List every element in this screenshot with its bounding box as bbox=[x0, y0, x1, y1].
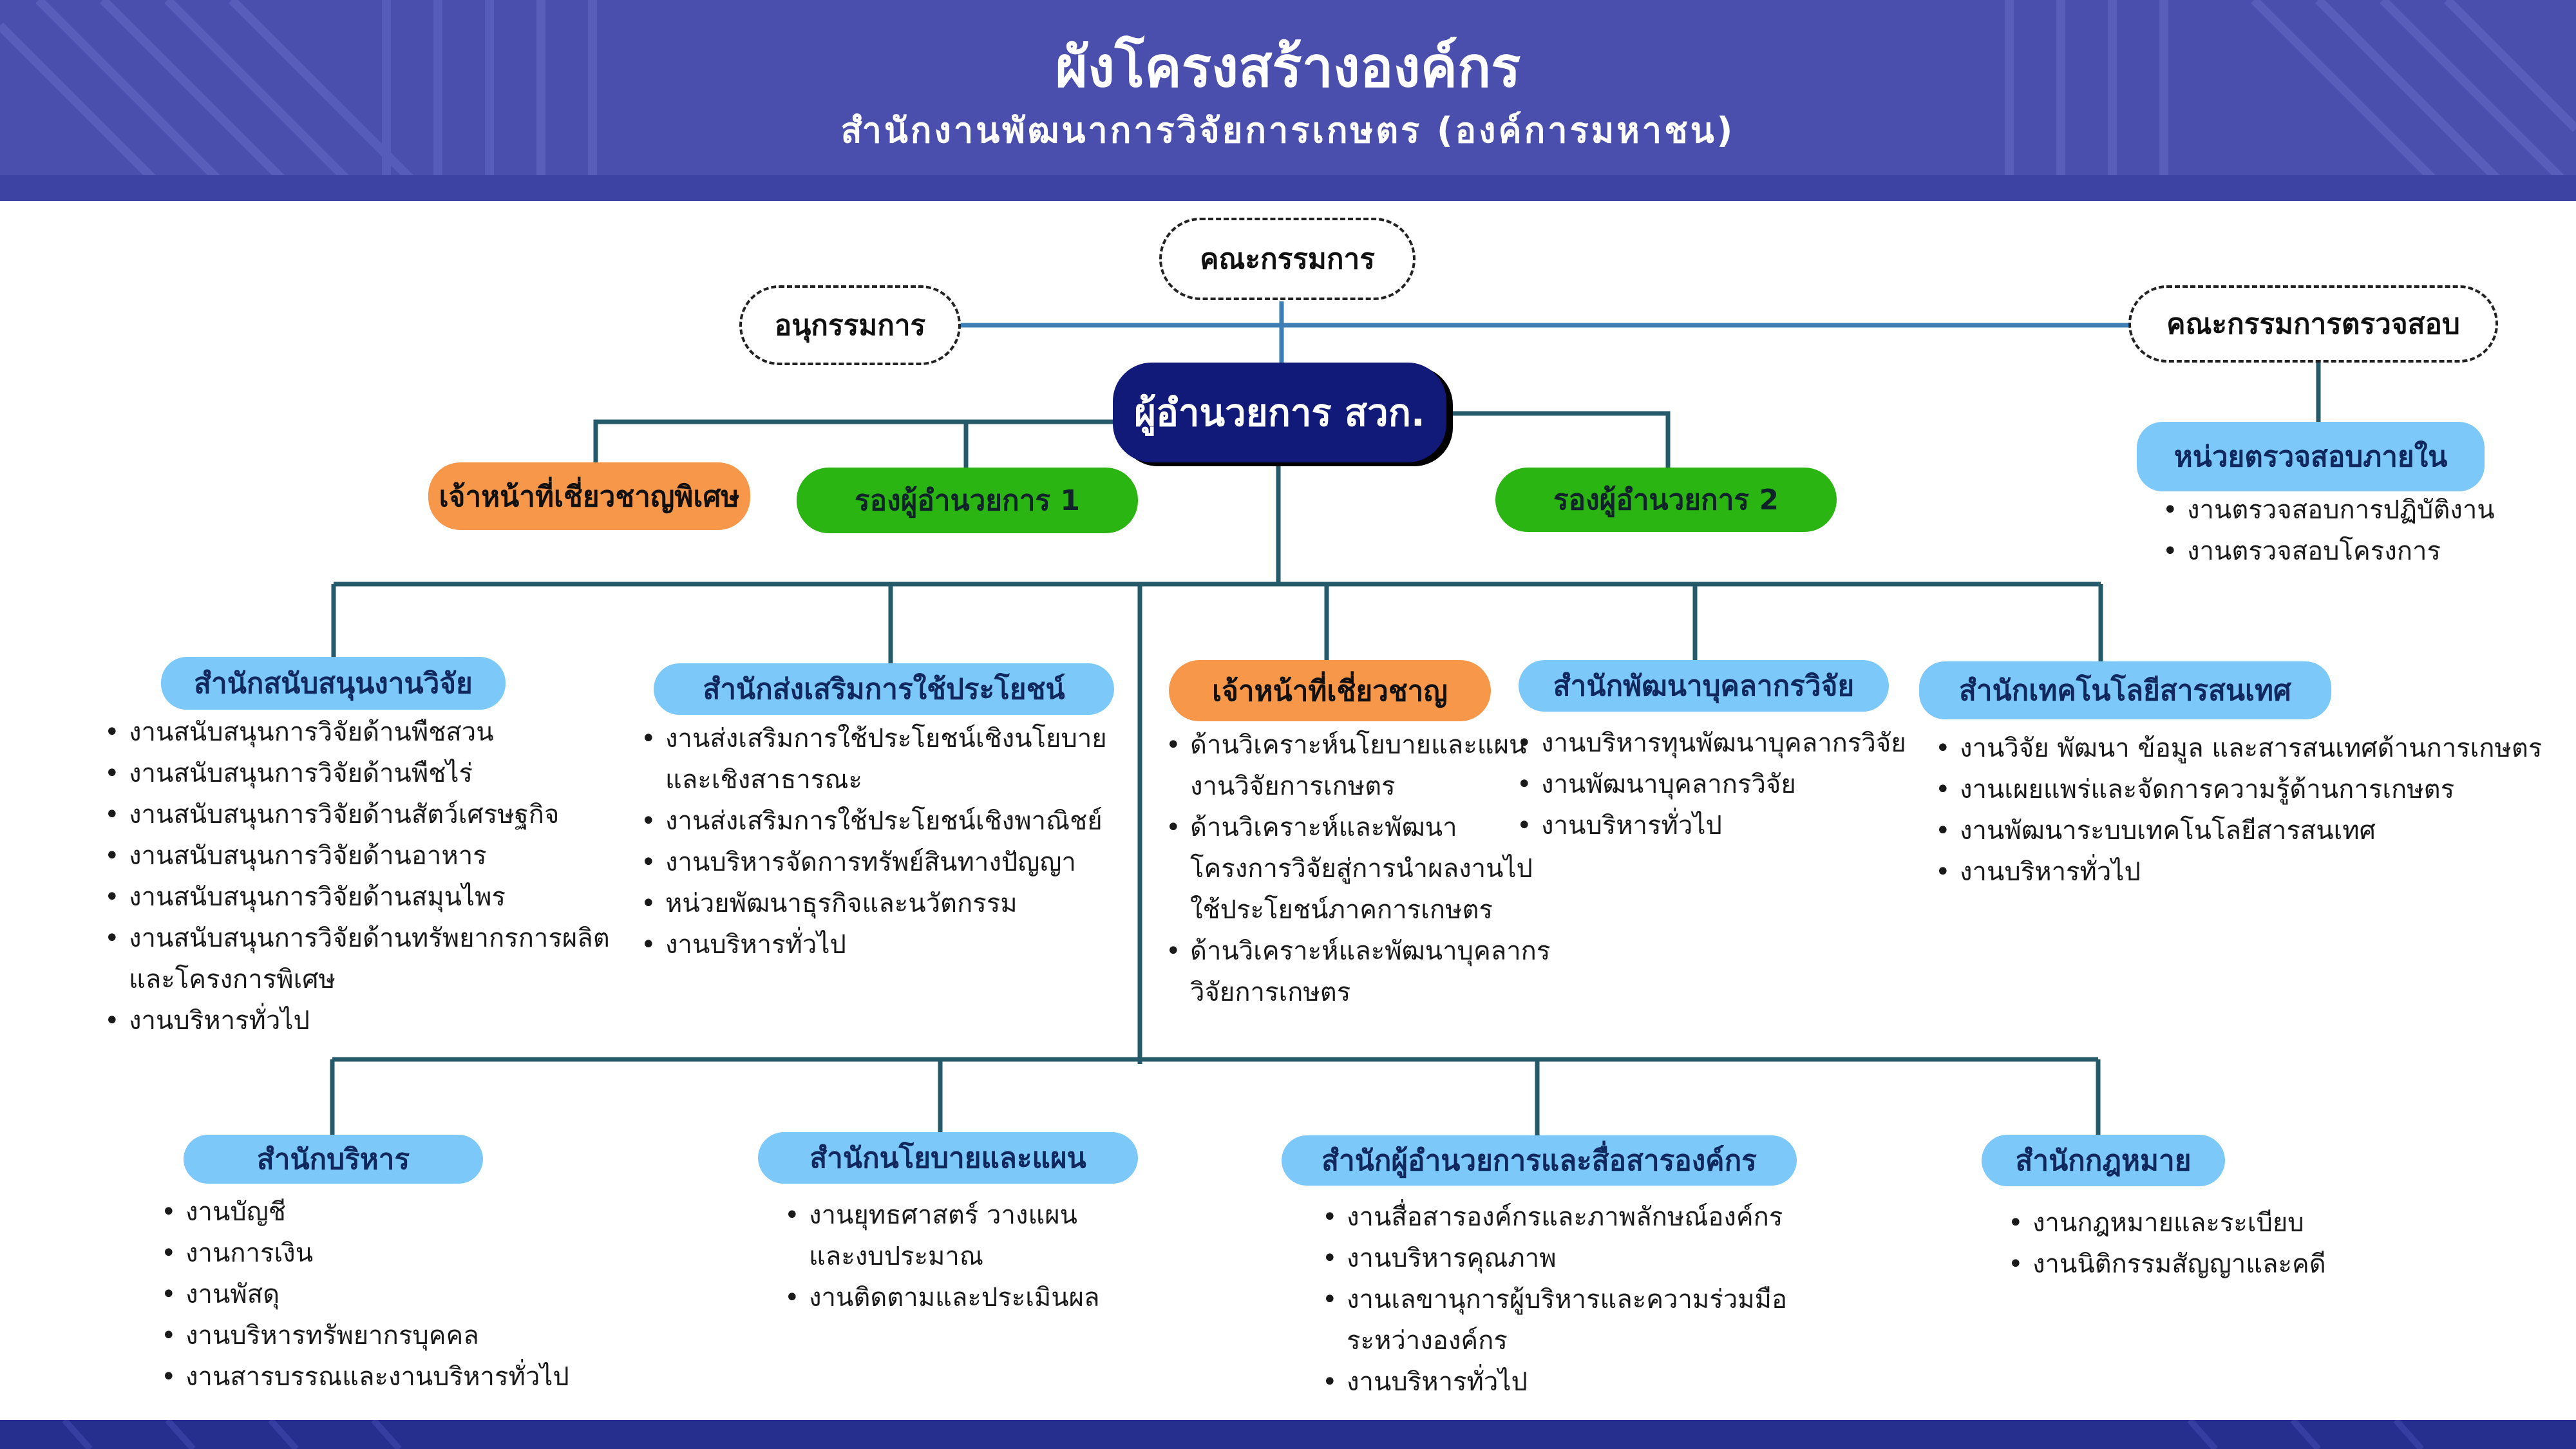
list-item: งานบริหารทุนพัฒนาบุคลากรวิจัย bbox=[1517, 723, 1906, 764]
deputy-director-2-box: รองผู้อำนวยการ 2 bbox=[1495, 468, 1837, 532]
list-item-continuation: ใช้ประโยชน์ภาคการเกษตร bbox=[1190, 895, 1493, 925]
footer-background-pattern bbox=[62, 1420, 2424, 1449]
header-background-pattern bbox=[0, 0, 2576, 201]
list-item: ด้านวิเคราะห์และพัฒนา bbox=[1166, 807, 1550, 848]
list-item: หน่วยพัฒนาธุรกิจและนวัตกรรม bbox=[641, 883, 1107, 924]
list-item: งานพัฒนาระบบเทคโนโลยีสารสนเทศ bbox=[1935, 810, 2542, 851]
list-item: งานสนับสนุนการวิจัยด้านสัตว์เศรษฐกิจ bbox=[104, 794, 610, 835]
staff-connector bbox=[593, 411, 1671, 473]
list-item: งานบริหารทั่วไป bbox=[1935, 851, 2542, 893]
footer-banner bbox=[0, 1420, 2576, 1449]
list-item-continuation: ระหว่างองค์กร bbox=[1347, 1326, 1508, 1356]
list-item: งานตรวจสอบการปฏิบัติงาน bbox=[2163, 489, 2495, 531]
expert-staff-list: ด้านวิเคราะห์นโยบายและแผน งานวิจัยการเกษ… bbox=[1166, 724, 1550, 1013]
list-item: งานสนับสนุนการวิจัยด้านพืชไร่ bbox=[104, 753, 610, 794]
list-item: งานบริหารทั่วไป bbox=[104, 1000, 610, 1041]
list-item: งานบริหารทั่วไป bbox=[641, 924, 1107, 965]
research-personnel-office-box: สำนักพัฒนาบุคลากรวิจัย bbox=[1519, 660, 1889, 712]
list-item: งานสารบรรณและงานบริหารทั่วไป bbox=[161, 1356, 569, 1397]
list-item: งานติดตามและประเมินผล bbox=[784, 1277, 1100, 1318]
header-bottom-bar bbox=[0, 175, 2576, 201]
list-item: งานเผยแพร่และจัดการความรู้ด้านการเกษตร bbox=[1935, 769, 2542, 810]
list-item: งานกฎหมายและระเบียบ bbox=[2008, 1202, 2326, 1244]
row2-bus bbox=[330, 1057, 2101, 1137]
special-expert-box: เจ้าหน้าที่เชี่ยวชาญพิเศษ bbox=[428, 462, 750, 530]
list-item-continuation: และโครงการพิเศษ bbox=[129, 965, 336, 994]
list-item: งานยุทธศาสตร์ วางแผน bbox=[784, 1195, 1100, 1236]
director-box: ผู้อำนวยการ สวก. bbox=[1113, 363, 1446, 462]
page-subtitle: สำนักงานพัฒนาการวิจัยการเกษตร (องค์การมห… bbox=[840, 110, 1736, 151]
list-item: งานสนับสนุนการวิจัยด้านอาหาร bbox=[104, 835, 610, 876]
administration-office-box: สำนักบริหาร bbox=[184, 1135, 483, 1184]
list-item: งานสนับสนุนการวิจัยด้านทรัพยากรการผลิต bbox=[104, 918, 610, 959]
list-item: งานพัสดุ bbox=[161, 1274, 569, 1315]
list-item: งานสนับสนุนการวิจัยด้านพืชสวน bbox=[104, 712, 610, 753]
list-item: งานส่งเสริมการใช้ประโยชน์เชิงนโยบาย bbox=[641, 718, 1107, 759]
list-item-continuation: งานวิจัยการเกษตร bbox=[1190, 772, 1396, 801]
internal-audit-box: หน่วยตรวจสอบภายใน bbox=[2137, 422, 2485, 491]
audit-committee-box: คณะกรรมการตรวจสอบ bbox=[2128, 285, 2498, 363]
list-item: ด้านวิเคราะห์นโยบายและแผน bbox=[1166, 724, 1550, 766]
research-personnel-office-list: งานบริหารทุนพัฒนาบุคลากรวิจัย งานพัฒนาบุ… bbox=[1517, 723, 1906, 846]
list-item: งานตรวจสอบโครงการ bbox=[2163, 531, 2495, 572]
subcommittee-box: อนุกรรมการ bbox=[739, 285, 961, 365]
list-item: งานวิจัย พัฒนา ข้อมูล และสารสนเทศด้านการ… bbox=[1935, 728, 2542, 769]
row1-bus bbox=[331, 582, 2103, 663]
it-office-list: งานวิจัย พัฒนา ข้อมูล และสารสนเทศด้านการ… bbox=[1935, 728, 2542, 893]
policy-planning-office-list: งานยุทธศาสตร์ วางแผน และงบประมาณ งานติดต… bbox=[784, 1195, 1100, 1318]
list-item: งานส่งเสริมการใช้ประโยชน์เชิงพาณิชย์ bbox=[641, 800, 1107, 842]
expert-staff-box: เจ้าหน้าที่เชี่ยวชาญ bbox=[1169, 660, 1491, 721]
list-item: งานบริหารจัดการทรัพย์สินทางปัญญา bbox=[641, 842, 1107, 883]
list-item-continuation: วิจัยการเกษตร bbox=[1190, 978, 1351, 1007]
director-communication-office-box: สำนักผู้อำนวยการและสื่อสารองค์กร bbox=[1282, 1135, 1797, 1186]
list-item: งานพัฒนาบุคลากรวิจัย bbox=[1517, 764, 1906, 805]
header-banner: ผังโครงสร้างองค์กร สำนักงานพัฒนาการวิจัย… bbox=[0, 0, 2576, 201]
legal-office-box: สำนักกฎหมาย bbox=[1982, 1135, 2225, 1186]
list-item: งานการเงิน bbox=[161, 1233, 569, 1274]
list-item: งานสนับสนุนการวิจัยด้านสมุนไพร bbox=[104, 876, 610, 918]
list-item: งานเลขานุการผู้บริหารและความร่วมมือ bbox=[1322, 1279, 1787, 1320]
research-support-office-list: งานสนับสนุนการวิจัยด้านพืชสวน งานสนับสนุ… bbox=[104, 712, 610, 1041]
list-item: งานสื่อสารองค์กรและภาพลักษณ์องค์กร bbox=[1322, 1197, 1787, 1238]
research-support-office-box: สำนักสนับสนุนงานวิจัย bbox=[161, 657, 506, 710]
page-title: ผังโครงสร้างองค์กร bbox=[1055, 35, 1521, 100]
it-office-box: สำนักเทคโนโลยีสารสนเทศ bbox=[1919, 661, 2331, 719]
list-item-continuation: และงบประมาณ bbox=[809, 1242, 983, 1271]
utilization-office-box: สำนักส่งเสริมการใช้ประโยชน์ bbox=[654, 663, 1114, 715]
administration-office-list: งานบัญชี งานการเงิน งานพัสดุ งานบริหารทร… bbox=[161, 1191, 569, 1397]
utilization-office-list: งานส่งเสริมการใช้ประโยชน์เชิงนโยบาย และเ… bbox=[641, 718, 1107, 965]
director-communication-office-list: งานสื่อสารองค์กรและภาพลักษณ์องค์กร งานบร… bbox=[1322, 1197, 1787, 1403]
list-item: งานบริหารคุณภาพ bbox=[1322, 1238, 1787, 1279]
list-item: งานบริหารทั่วไป bbox=[1322, 1361, 1787, 1403]
list-item: งานนิติกรรมสัญญาและคดี bbox=[2008, 1244, 2326, 1285]
list-item-continuation: โครงการวิจัยสู่การนำผลงานไป bbox=[1190, 854, 1533, 884]
policy-planning-office-box: สำนักนโยบายและแผน bbox=[758, 1132, 1138, 1184]
deputy-director-1-box: รองผู้อำนวยการ 1 bbox=[797, 468, 1138, 533]
list-item: ด้านวิเคราะห์และพัฒนาบุคลากร bbox=[1166, 931, 1550, 972]
committee-box: คณะกรรมการ bbox=[1159, 218, 1416, 300]
legal-office-list: งานกฎหมายและระเบียบ งานนิติกรรมสัญญาและค… bbox=[2008, 1202, 2326, 1285]
internal-audit-list: งานตรวจสอบการปฏิบัติงาน งานตรวจสอบโครงกา… bbox=[2163, 489, 2495, 572]
list-item-continuation: และเชิงสาธารณะ bbox=[665, 765, 862, 795]
list-item: งานบัญชี bbox=[161, 1191, 569, 1233]
list-item: งานบริหารทรัพยากรบุคคล bbox=[161, 1315, 569, 1356]
list-item: งานบริหารทั่วไป bbox=[1517, 805, 1906, 846]
